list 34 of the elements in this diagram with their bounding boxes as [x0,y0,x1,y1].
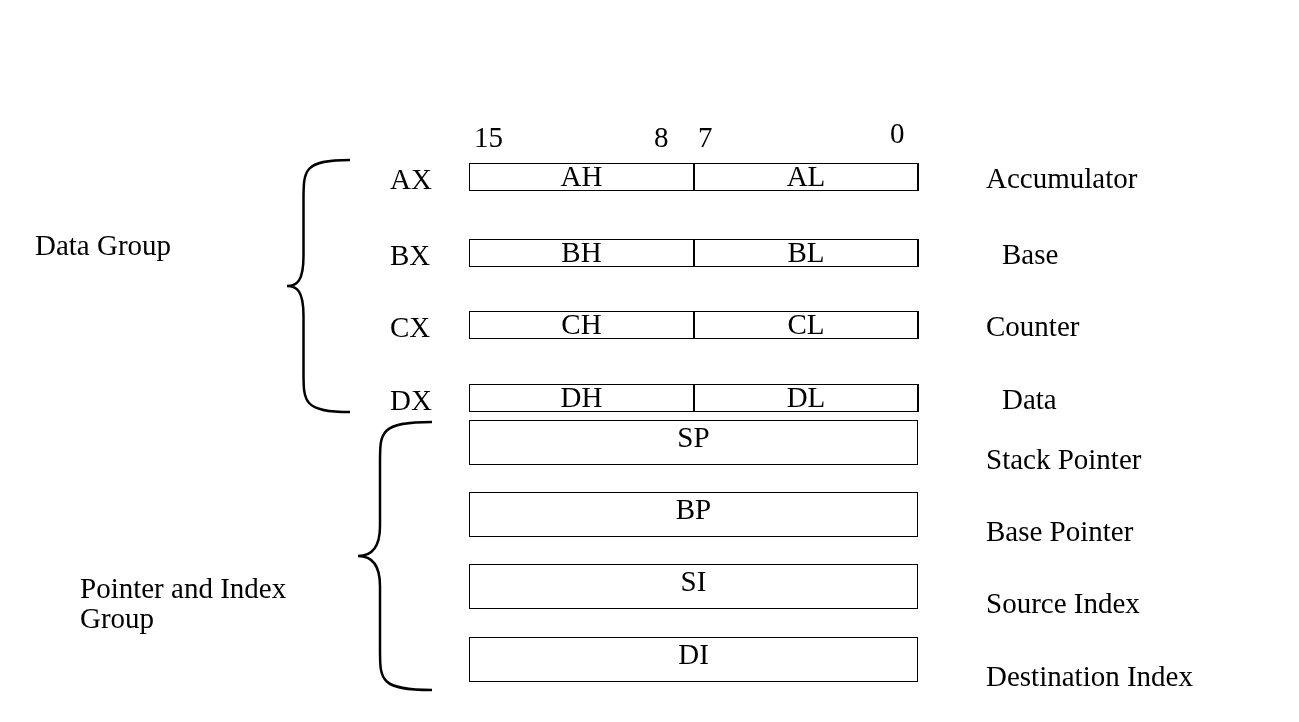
register-half-box [693,238,919,267]
register-description: Stack Pointer [986,445,1142,474]
register-name: DX [390,386,432,415]
register-name: DH [560,382,603,412]
register-name: CL [787,309,825,339]
register-name: SP [677,423,710,452]
bit-number: 15 [474,122,503,153]
register-description: Base [1002,240,1059,269]
group-label: Pointer and Index Group [80,573,288,634]
bit-number: 8 [654,122,669,153]
register-description: Source Index [986,589,1140,618]
register-name: DL [786,382,826,412]
register-name: BH [561,237,602,267]
register-name: CH [561,309,602,339]
register-name: AX [390,165,432,194]
register-description: Counter [986,312,1080,341]
register-name: DI [678,640,709,669]
register-name: AL [786,161,826,191]
register-description: Destination Index [986,662,1193,691]
register-name: AH [560,161,603,191]
register-half-box [693,162,919,191]
register-name: BL [787,237,825,267]
register-name: BP [675,495,712,524]
bit-number: 7 [698,122,713,153]
register-description: Accumulator [986,164,1138,193]
register-name: CX [390,313,431,342]
register-name: SI [680,567,707,596]
register-half-box [693,383,919,412]
group-label: Data Group [35,230,172,261]
register-name: BX [390,241,431,270]
register-description: Data [1002,385,1057,414]
bit-number: 0 [890,118,905,149]
register-half-box [693,310,919,339]
register-description: Base Pointer [986,517,1134,546]
